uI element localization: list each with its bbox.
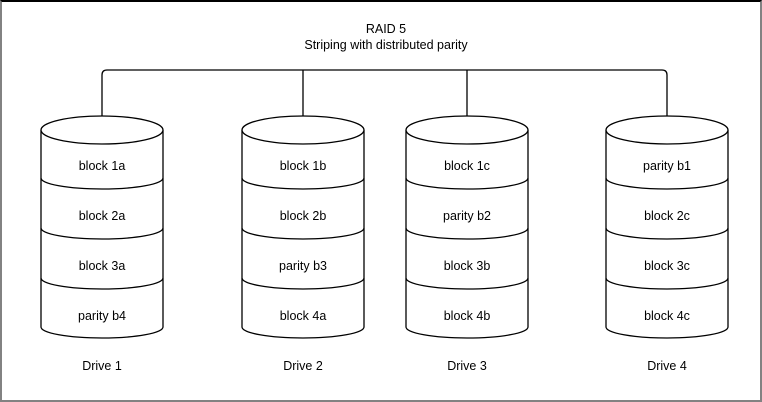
drive-label: Drive 3 — [447, 359, 487, 373]
segment-divider — [405, 277, 529, 290]
block-label: block 1a — [79, 159, 126, 173]
diagram-title: RAID 5 — [366, 22, 406, 36]
drive-1-cylinder: block 1a block 2a block 3a parity b4 Dri… — [40, 115, 164, 373]
bus-connector-lines — [101, 69, 668, 116]
diagram-subtitle: Striping with distributed parity — [304, 38, 468, 52]
block-label: block 2a — [79, 209, 126, 223]
segment-divider — [405, 227, 529, 240]
block-label: parity b4 — [78, 309, 126, 323]
segment-divider — [241, 177, 365, 190]
drive-label: Drive 4 — [647, 359, 687, 373]
segment-divider — [241, 227, 365, 240]
cylinder-top-ellipse — [605, 115, 729, 145]
block-label: block 3a — [79, 259, 126, 273]
block-label: parity b1 — [643, 159, 691, 173]
segment-divider — [40, 277, 164, 290]
segment-divider — [405, 177, 529, 190]
drive-4-cylinder: parity b1 block 2c block 3c block 4c Dri… — [605, 115, 729, 373]
block-label: block 4b — [444, 309, 491, 323]
segment-divider — [40, 177, 164, 190]
drive-label: Drive 1 — [82, 359, 122, 373]
drive-2-cylinder: block 1b block 2b parity b3 block 4a Dri… — [241, 115, 365, 373]
segment-divider — [40, 227, 164, 240]
cylinder-body — [405, 130, 529, 339]
block-label: block 3c — [644, 259, 690, 273]
drive-3-cylinder: block 1c parity b2 block 3b block 4b Dri… — [405, 115, 529, 373]
block-label: block 3b — [444, 259, 491, 273]
cylinder-top-ellipse — [40, 115, 164, 145]
segment-divider — [605, 277, 729, 290]
segment-divider — [241, 277, 365, 290]
block-label: block 2b — [280, 209, 327, 223]
segment-divider — [605, 177, 729, 190]
cylinder-body — [241, 130, 365, 339]
block-label: block 1b — [280, 159, 327, 173]
block-label: block 4a — [280, 309, 327, 323]
cylinder-top-ellipse — [241, 115, 365, 145]
block-label: parity b2 — [443, 209, 491, 223]
cylinder-top-ellipse — [405, 115, 529, 145]
cylinder-body — [40, 130, 164, 339]
block-label: block 2c — [644, 209, 690, 223]
segment-divider — [605, 227, 729, 240]
block-label: block 4c — [644, 309, 690, 323]
block-label: block 1c — [444, 159, 490, 173]
drive-label: Drive 2 — [283, 359, 323, 373]
block-label: parity b3 — [279, 259, 327, 273]
cylinder-body — [605, 130, 729, 339]
